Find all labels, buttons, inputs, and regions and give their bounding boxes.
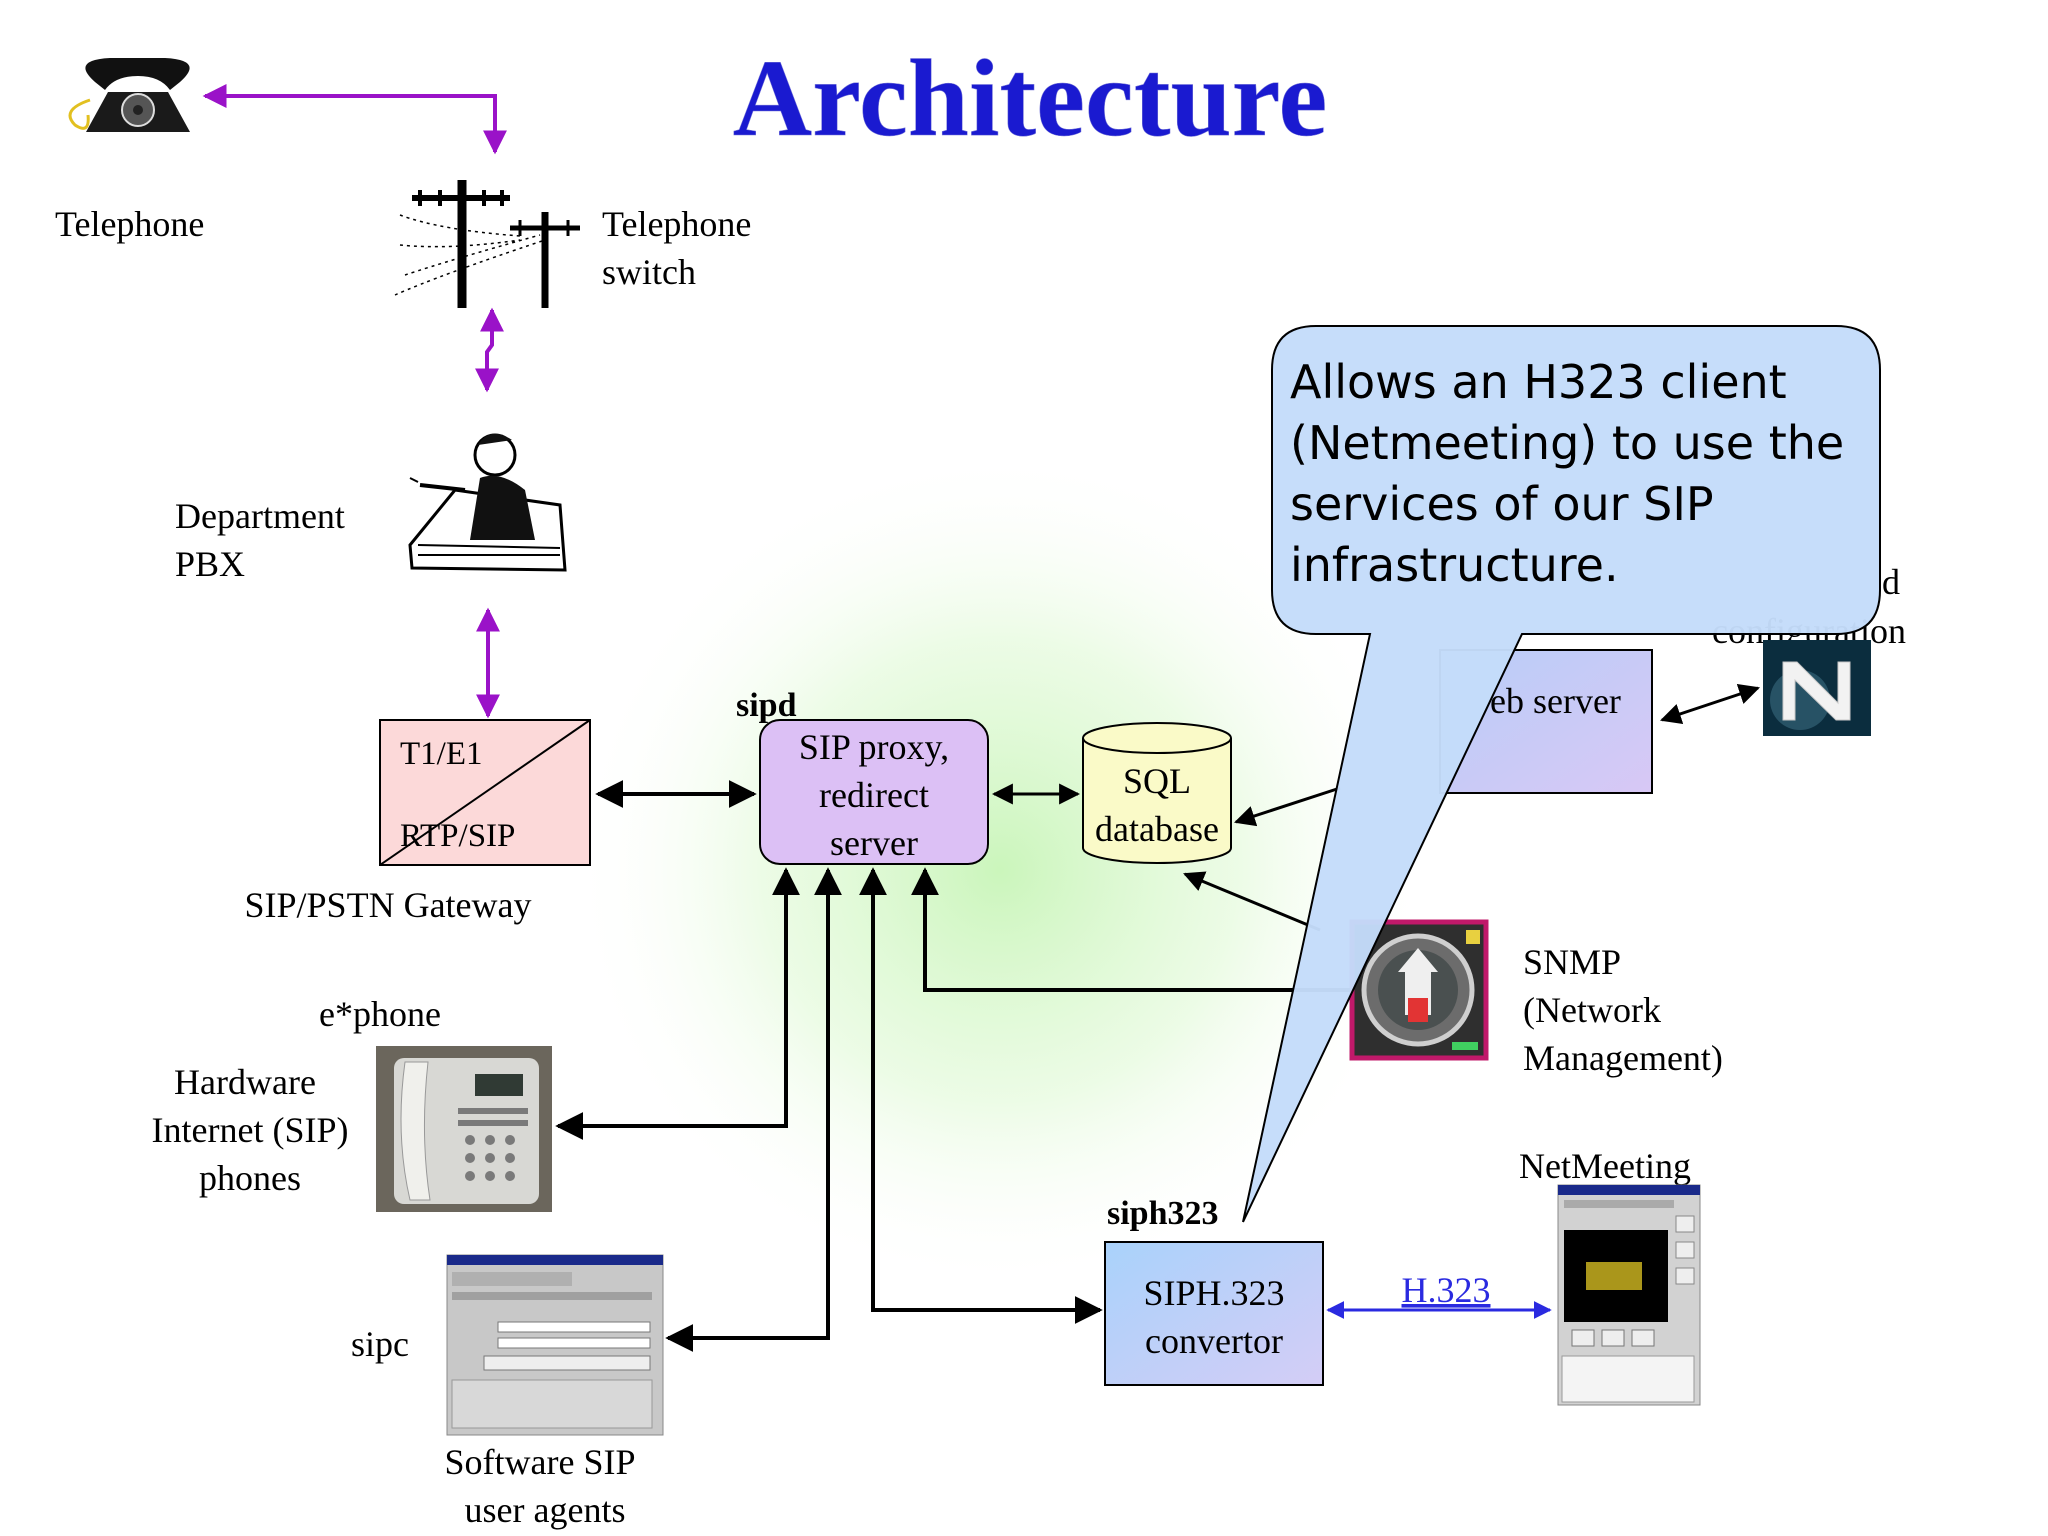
hw-phones-label-1: Hardware [174,1062,316,1102]
telephone-icon [68,58,190,132]
gateway-caption: SIP/PSTN Gateway [245,885,532,925]
sip-pstn-gateway: T1/E1 RTP/SIP [379,719,591,866]
netscape-icon [1763,640,1871,736]
pbx-operator-icon [408,433,567,572]
telephone-switch-label-2: switch [602,252,696,292]
software-ua-label-2: user agents [465,1490,626,1530]
proxy-convertor-link [859,867,1103,1324]
sip-hardware-phone-icon [376,1046,552,1212]
web-config-label-1: d [1882,562,1900,602]
web-server-label: eb server [1490,681,1621,721]
sipc-window-icon [446,1254,664,1436]
snmp-label-3: Management) [1523,1038,1723,1078]
sql-database: SQL database [1082,722,1232,864]
siph323-label: siph323 [1107,1195,1219,1232]
department-pbx-label-1: Department [175,496,345,536]
gateway-bottom-label: RTP/SIP [400,818,515,854]
department-pbx-label-2: PBX [175,544,245,584]
proxy-label-2: redirect [819,775,929,815]
proxy-label-1: SIP proxy, [799,727,949,767]
proxy-label-3: server [830,823,918,863]
callout-text: Allows an H323 client (Netmeeting) to us… [1290,355,1845,592]
proxy-sipc-link [665,867,842,1352]
netmeeting-window-icon [1557,1184,1701,1406]
convertor-label-2: convertor [1145,1321,1283,1361]
snmp-sql-link [1183,871,1321,932]
ephone-label: e*phone [319,994,441,1034]
telephone-pole-icon [394,180,580,308]
sipd-label: sipd [736,687,797,724]
h323-label: H.323 [1402,1270,1491,1310]
netmeeting-label: NetMeeting [1519,1146,1691,1186]
telephone-label: Telephone [55,204,204,244]
hw-phones-label-3: phones [199,1158,301,1198]
hw-phones-label-2: Internet (SIP) [152,1110,349,1150]
sql-label-2: database [1095,809,1219,849]
web-sql-link [1234,786,1341,827]
sipc-label: sipc [351,1324,409,1364]
page-title: Architecture [733,37,1328,159]
switch-to-pbx-link [475,307,504,393]
telephone-switch-label-1: Telephone [602,204,751,244]
software-ua-label-1: Software SIP [445,1442,636,1482]
siph323-convertor: SIPH.323 convertor [1104,1241,1324,1386]
gateway-top-label: T1/E1 [400,736,482,772]
sip-proxy-server: SIP proxy, redirect server [759,719,989,865]
web-netscape-link [1660,684,1760,724]
telephone-to-switch-link [202,84,507,155]
snmp-label-2: (Network [1523,990,1661,1030]
convertor-label-1: SIPH.323 [1143,1273,1284,1313]
callout-bubble [1242,325,1881,1223]
snmp-label-1: SNMP [1523,942,1621,982]
sql-label-1: SQL [1123,761,1191,801]
